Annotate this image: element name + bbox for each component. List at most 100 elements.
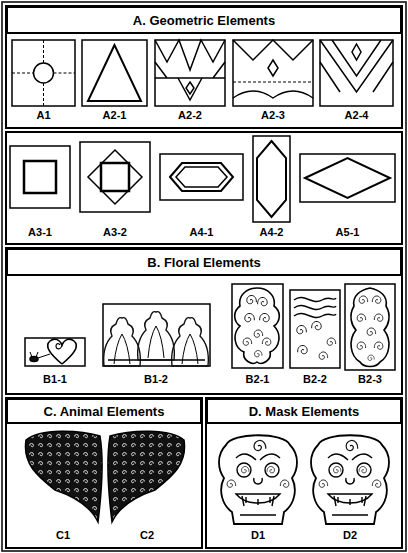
geometric-motif bbox=[80, 142, 150, 212]
mask-figure bbox=[267, 466, 274, 472]
floral-motif bbox=[172, 318, 209, 366]
floral-motif bbox=[312, 321, 322, 329]
geometric-motif bbox=[160, 154, 243, 200]
floral-motif bbox=[345, 284, 395, 370]
figure-label: B1-1 bbox=[42, 373, 68, 386]
figure-label: A4-2 bbox=[259, 226, 285, 239]
section-header: B. Floral Elements bbox=[6, 248, 402, 276]
section-title: A. Geometric Elements bbox=[133, 13, 275, 28]
mask-figure bbox=[240, 514, 276, 515]
geometric-motif bbox=[352, 44, 361, 60]
section-title: B. Floral Elements bbox=[147, 255, 260, 270]
geometric-motif bbox=[155, 62, 225, 78]
geometric-motif bbox=[43, 83, 44, 106]
floral-motif bbox=[374, 314, 383, 321]
figure-label: A2-4 bbox=[344, 109, 370, 122]
figure-label: C1 bbox=[55, 529, 71, 542]
section-title: D. Mask Elements bbox=[249, 404, 360, 419]
figure-label: D2 bbox=[342, 529, 358, 542]
animal-wing bbox=[25, 431, 184, 522]
geometric-motif bbox=[24, 161, 56, 193]
geometric-motif bbox=[320, 62, 393, 92]
floral-motif bbox=[255, 350, 262, 356]
mask-figure bbox=[227, 480, 236, 487]
section-frame bbox=[6, 6, 402, 128]
section-frame bbox=[6, 132, 402, 244]
mask-figure bbox=[242, 466, 249, 472]
floral-motif bbox=[235, 288, 280, 363]
mask-figure bbox=[265, 463, 279, 477]
figure-label: B2-2 bbox=[302, 373, 328, 386]
section-frame bbox=[6, 6, 402, 548]
geometric-motif bbox=[233, 40, 313, 106]
section-header: A. Geometric Elements bbox=[6, 6, 402, 34]
geometric-motif bbox=[155, 40, 225, 70]
figure-label: D1 bbox=[250, 529, 266, 542]
floral-motif bbox=[294, 297, 336, 301]
floral-motif bbox=[138, 312, 175, 360]
figure-label: A3-1 bbox=[27, 226, 53, 239]
mask-figure bbox=[219, 435, 297, 524]
geometric-motif bbox=[12, 40, 393, 106]
geometric-motif bbox=[305, 158, 390, 198]
geometric-motif bbox=[233, 40, 313, 60]
floral-motif bbox=[319, 352, 328, 359]
floral-motif bbox=[294, 313, 336, 317]
floral-motif bbox=[367, 328, 376, 335]
animal-wing bbox=[25, 431, 102, 522]
geometric-motif bbox=[332, 40, 381, 76]
figure-label: A5-1 bbox=[335, 226, 361, 239]
floral-motif bbox=[56, 344, 62, 349]
mask-figure bbox=[219, 435, 389, 524]
floral-motif bbox=[25, 284, 395, 370]
section-frame bbox=[6, 248, 402, 394]
geometric-motif bbox=[88, 150, 142, 204]
geometric-motif bbox=[155, 40, 225, 106]
floral-motif bbox=[290, 290, 340, 368]
figure-label: A2-1 bbox=[102, 109, 128, 122]
section-frame bbox=[6, 398, 202, 548]
floral-motif bbox=[327, 338, 336, 345]
figure-label: C2 bbox=[139, 529, 155, 542]
geometric-motif bbox=[82, 40, 147, 106]
geometric-motif bbox=[12, 40, 75, 106]
geometric-motif bbox=[43, 40, 44, 63]
geometric-motif bbox=[257, 141, 286, 217]
section-title: C. Animal Elements bbox=[44, 404, 165, 419]
geometric-motif bbox=[88, 45, 141, 101]
floral-motif bbox=[357, 314, 366, 321]
floral-motif bbox=[25, 338, 85, 366]
geometric-motif bbox=[54, 73, 76, 74]
geometric-motif bbox=[170, 163, 233, 191]
figure-label: B2-3 bbox=[357, 373, 383, 386]
floral-motif bbox=[298, 345, 308, 353]
geometric-motif bbox=[320, 40, 393, 106]
floral-motif bbox=[297, 325, 307, 333]
floral-motif bbox=[48, 339, 77, 364]
floral-motif bbox=[232, 284, 283, 368]
figure-label: B1-2 bbox=[143, 373, 169, 386]
geometric-motif bbox=[176, 167, 227, 187]
floral-motif bbox=[114, 326, 198, 364]
mask-figure bbox=[242, 496, 274, 506]
floral-motif bbox=[258, 297, 268, 305]
floral-motif bbox=[30, 352, 38, 357]
floral-motif bbox=[243, 338, 252, 345]
floral-motif bbox=[38, 354, 50, 358]
floral-motif bbox=[368, 355, 374, 361]
floral-motif bbox=[351, 288, 389, 367]
geometric-motif bbox=[34, 63, 54, 83]
floral-motif bbox=[372, 296, 381, 303]
geometric-motif bbox=[178, 78, 202, 100]
floral-motif bbox=[374, 342, 383, 349]
mask-figure bbox=[254, 440, 266, 450]
floral-motif bbox=[260, 313, 270, 321]
floral-motif bbox=[247, 295, 257, 303]
mask-figure bbox=[311, 435, 389, 524]
floral-motif bbox=[359, 296, 368, 303]
floral-motif bbox=[104, 318, 141, 366]
mask-figure bbox=[280, 480, 289, 487]
geometric-motif bbox=[186, 82, 194, 94]
